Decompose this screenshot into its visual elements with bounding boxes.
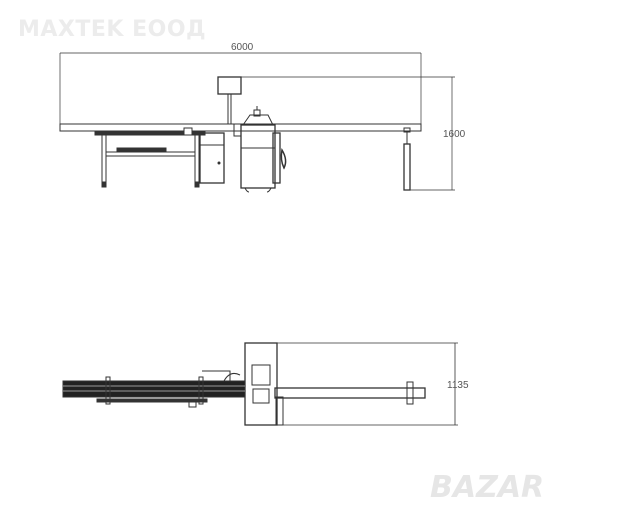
bazar-watermark: BAZAR: [430, 470, 545, 505]
top-view: 1135: [62, 342, 469, 426]
left-table: [94, 127, 206, 188]
machine-frame: [244, 342, 278, 426]
right-support: [403, 127, 411, 191]
cutting-unit: [233, 106, 287, 193]
dimension-6000: 6000: [59, 42, 422, 131]
width-dimension-label: 1135: [447, 380, 469, 391]
cabinet: [199, 132, 225, 184]
company-watermark: MAXTEK ЕООД: [18, 17, 207, 42]
height-dimension-label: 1600: [443, 129, 466, 140]
control-monitor: [217, 76, 242, 95]
left-beam: [62, 370, 246, 408]
dimension-1600: 1600: [241, 76, 466, 191]
front-view: 6000 1600: [59, 42, 466, 193]
length-dimension-label: 6000: [231, 42, 254, 53]
right-beam: [274, 387, 426, 399]
